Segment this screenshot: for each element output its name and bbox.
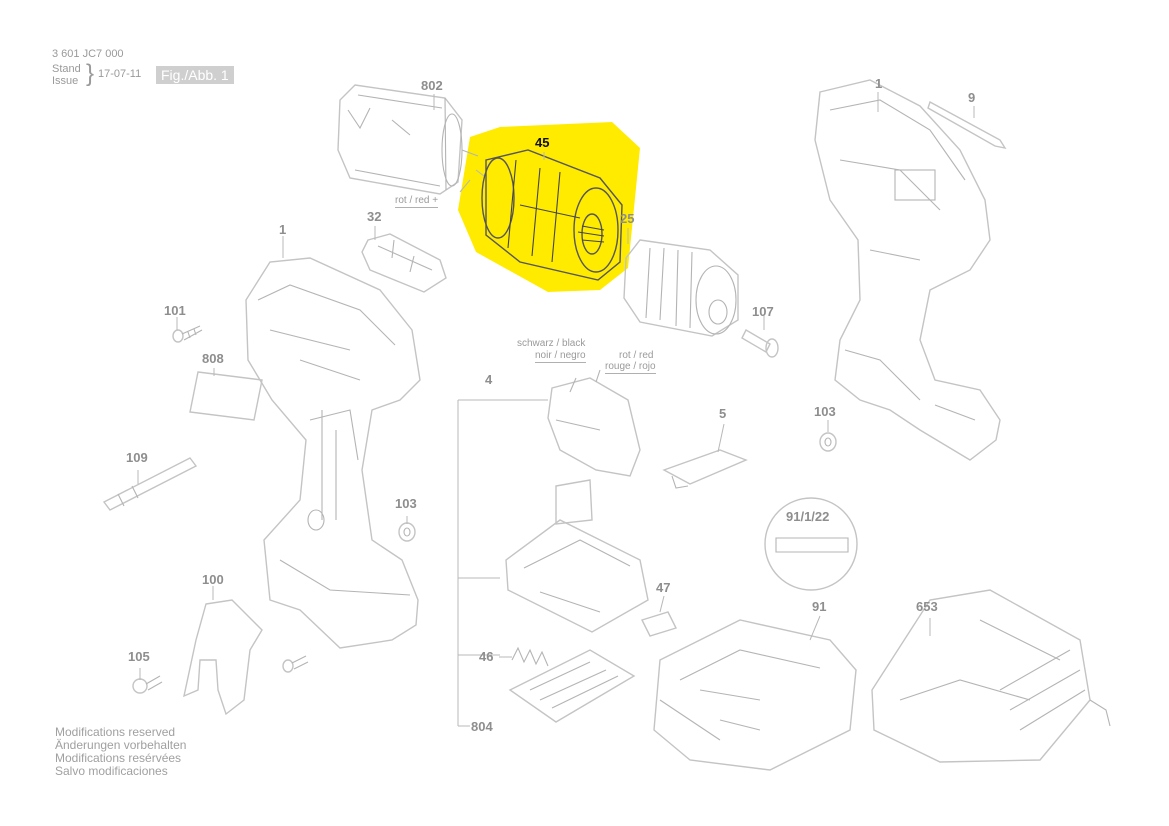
label-105: 105 [128,649,150,664]
label-45: 45 [535,135,550,150]
nut-103-left-icon [398,522,416,542]
label-103-left: 103 [395,496,417,511]
contact-plate-804-icon [508,649,636,723]
switch-4-icon [505,369,649,633]
screw-small-icon [282,655,309,673]
callout-91-1-22-detail [775,537,849,553]
bit-109-icon [102,457,198,511]
stand-label: Stand [52,63,81,75]
label-1-left: 1 [279,222,287,237]
label-808: 808 [202,351,224,366]
issue-label: Issue [52,75,79,87]
callout-91-1-22-circle [764,497,858,591]
label-101: 101 [164,303,186,318]
wire-label-black-2: noir / negro [535,350,586,363]
label-653: 653 [916,599,938,614]
footnote-line-1: Modifications reserved [55,725,176,739]
issue-date: 17-07-11 [98,68,142,80]
charger-icon [871,589,1111,763]
label-32: 32 [367,209,382,224]
label-1-right: 1 [875,76,883,91]
footnote-line-3: Modifications resérvées [55,751,182,765]
label-808-icon [189,371,263,421]
label-4: 4 [485,372,493,387]
label-25: 25 [620,211,635,226]
battery-pack-icon [653,619,857,771]
screw-105-icon [132,675,163,694]
wire-label-black: schwarz / black [517,338,586,349]
nut-103-right-icon [819,432,837,452]
figure-label: Fig./Abb. 1 [156,66,234,84]
part-47-icon [641,611,677,637]
label-9: 9 [968,90,976,105]
label-804: 804 [471,719,493,734]
footnote-line-4: Salvo modificaciones [55,764,168,778]
spring-46-icon [511,646,549,667]
doc-number: 3 601 JC7 000 [52,48,124,60]
gearbox-assembly-icon [481,149,623,281]
label-5: 5 [719,406,727,421]
label-46: 46 [479,649,494,664]
housing-right-icon [814,79,1001,461]
wire-label-red: rot / red [619,350,654,361]
keyless-chuck-icon [623,239,739,337]
screw-101-icon [172,325,203,343]
label-100: 100 [202,572,224,587]
brush-holder-icon [361,233,447,293]
housing-left-icon [245,257,421,649]
switch-group-bracket [457,399,548,727]
label-107: 107 [752,304,774,319]
wire-label-red-2: rouge / rojo [605,361,656,374]
label-109: 109 [126,450,148,465]
screw-107-icon [741,329,779,358]
label-91: 91 [812,599,827,614]
brace: } [86,60,95,87]
label-802: 802 [421,78,443,93]
footnote-line-2: Änderungen vorbehalten [55,738,187,752]
label-47: 47 [656,580,671,595]
label-91-1-22: 91/1/22 [786,509,830,524]
clip-100-icon [183,599,263,716]
label-103-right: 103 [814,404,836,419]
wire-label-motor-red: rot / red + [395,195,439,208]
slider-5-icon [662,449,748,489]
strip-9-icon [927,100,1007,150]
leader-lines [137,92,975,680]
dc-motor-icon [337,84,479,195]
